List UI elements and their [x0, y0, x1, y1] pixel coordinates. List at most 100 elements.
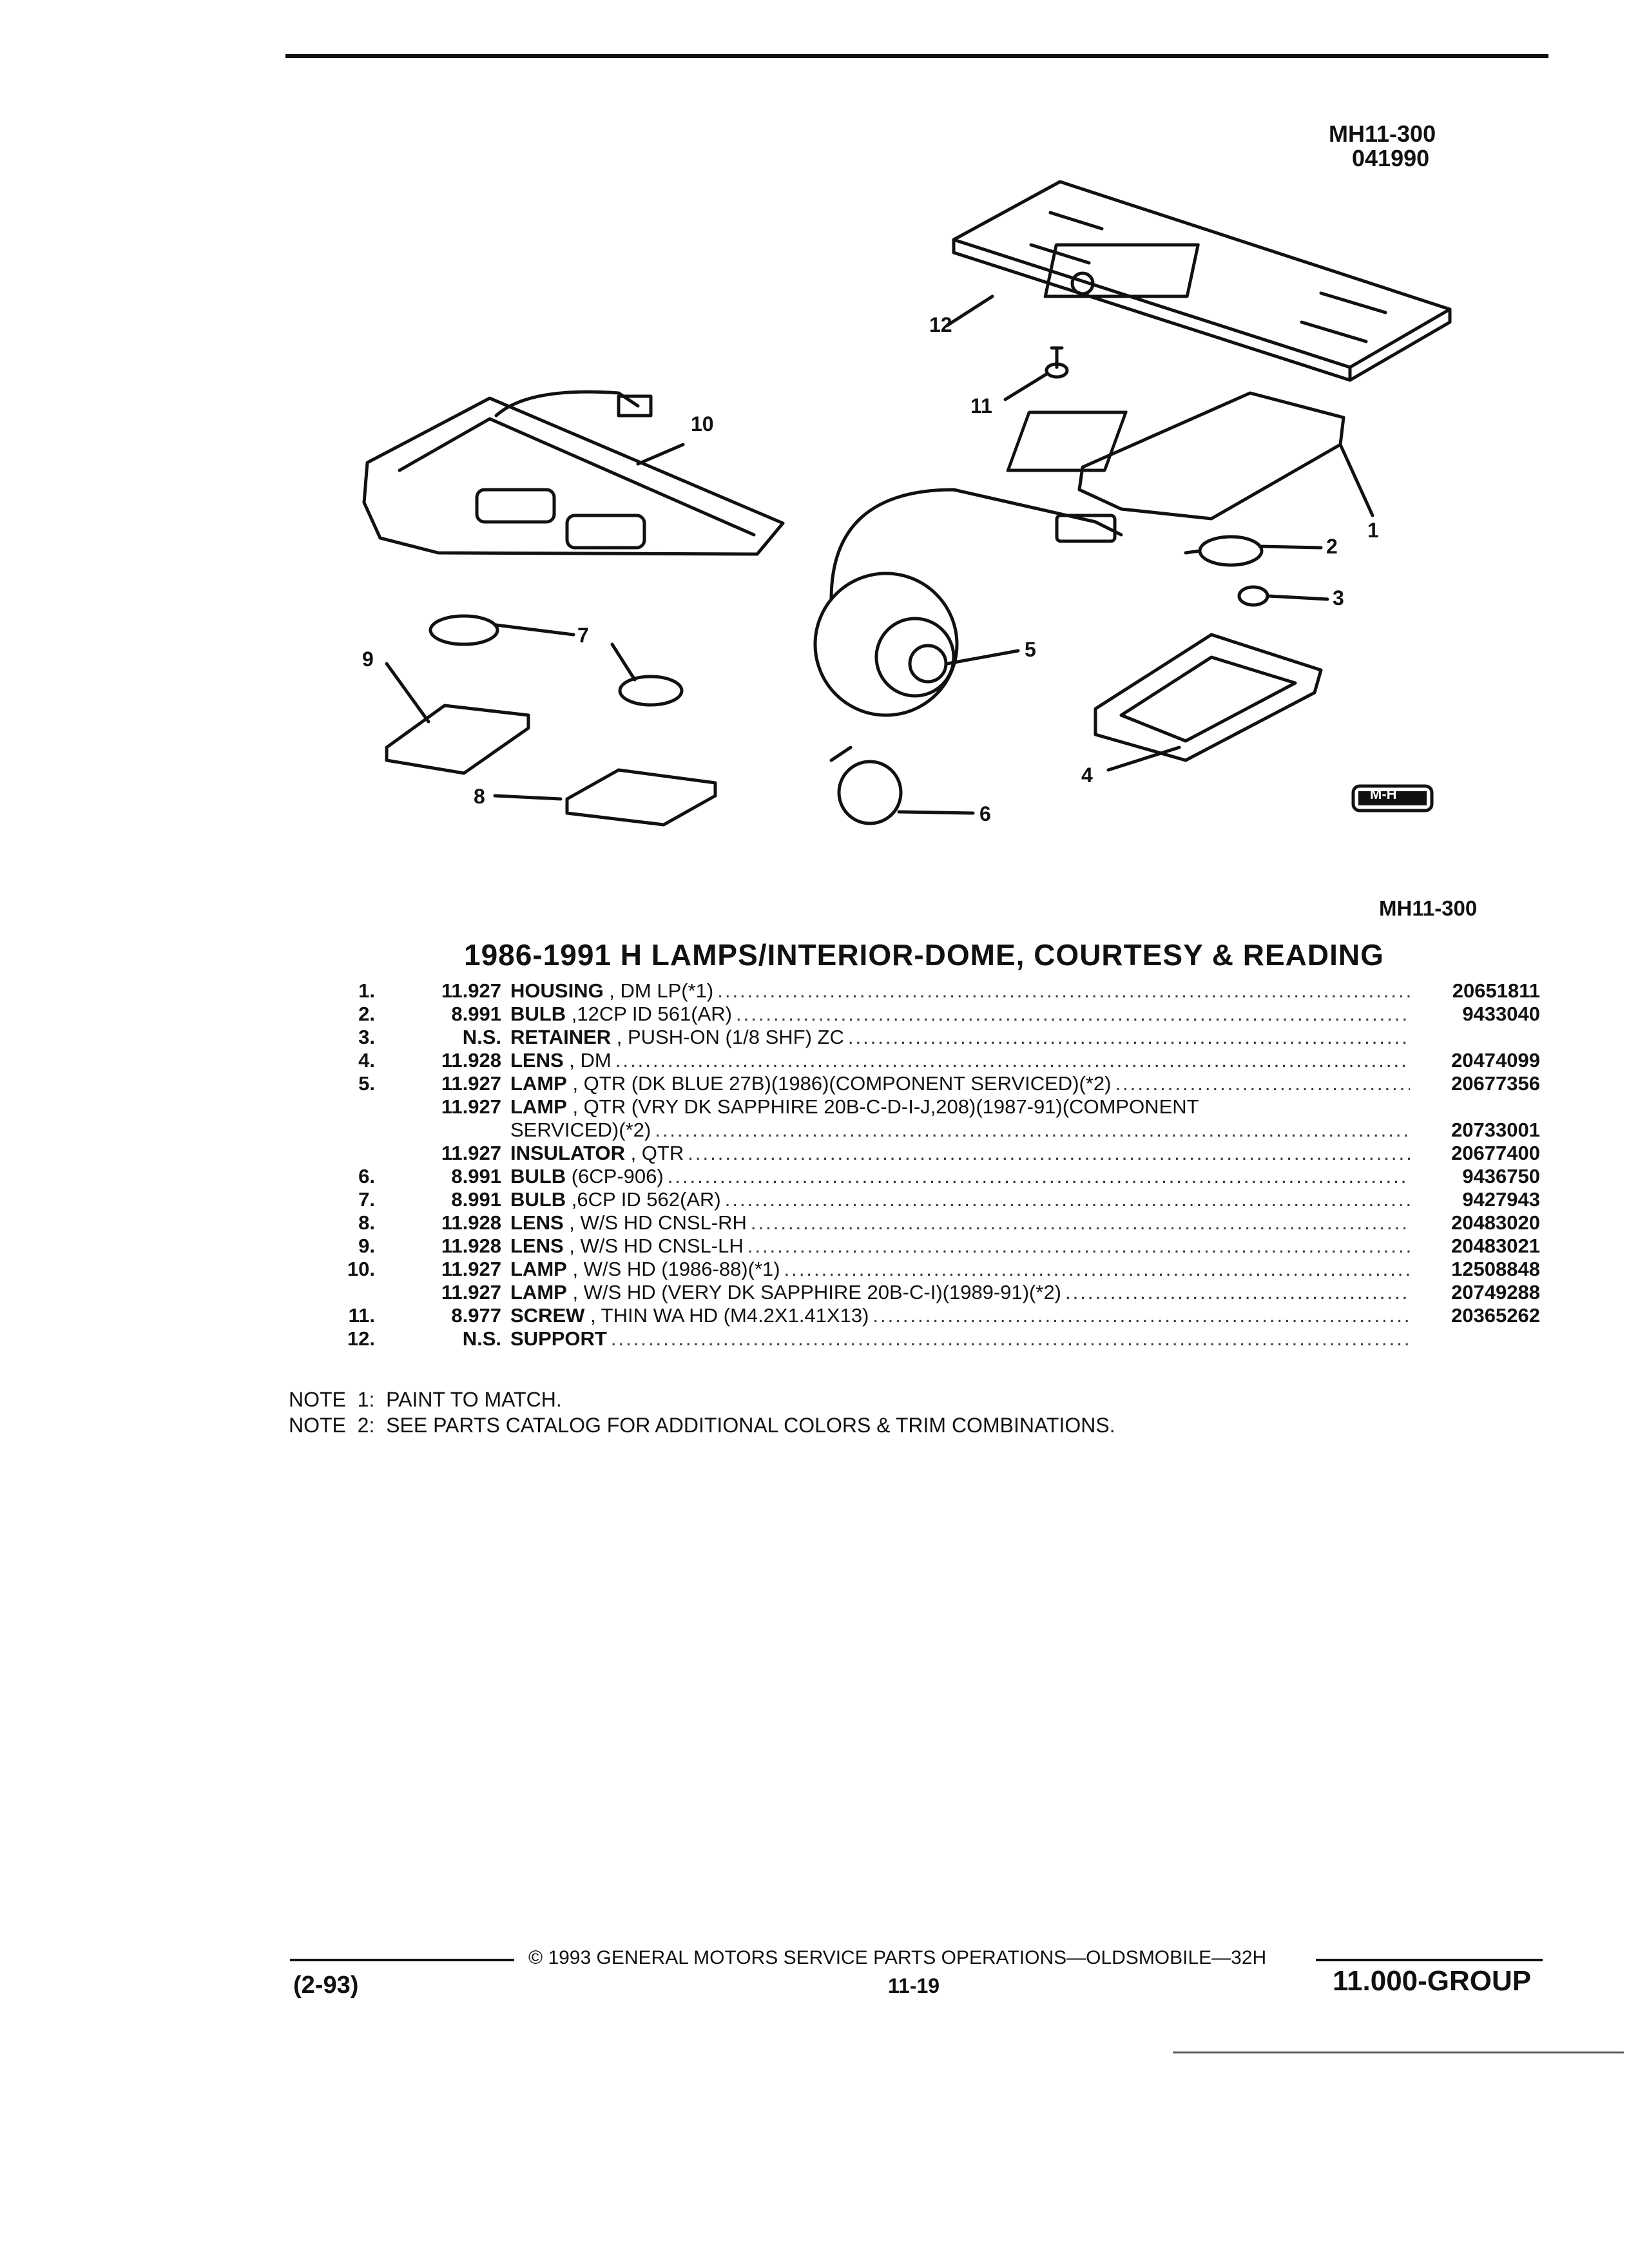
callout-6: 6	[979, 802, 991, 825]
group-number: 11.927	[441, 979, 501, 1002]
footer-copyright: © 1993 GENERAL MOTORS SERVICE PARTS OPER…	[528, 1947, 1267, 1968]
part-name: LAMP	[510, 1072, 567, 1095]
part-description: BULB ,12CP ID 561(AR)...................…	[510, 1003, 1540, 1026]
part-number: 20677400	[1451, 1142, 1540, 1164]
notes: NOTE 1: PAINT TO MATCH. NOTE 2: SEE PART…	[289, 1387, 1115, 1438]
mh-logo-icon	[1351, 784, 1434, 812]
callout-3: 3	[1333, 586, 1344, 610]
part-name: LENS	[510, 1235, 564, 1257]
part-description: SCREW , THIN WA HD (M4.2X1.41X13).......…	[510, 1304, 1540, 1327]
table-row: 11. 8.977 SCREW , THIN WA HD (M4.2X1.41X13…	[335, 1304, 1540, 1327]
leader-dots: ........................................…	[717, 979, 1410, 1002]
ref-number: 12.	[347, 1327, 375, 1350]
part-name: LAMP	[510, 1281, 567, 1303]
part-detail: , PUSH-ON (1/8 SHF) ZC	[611, 1026, 844, 1048]
mh-logo-text: M-H	[1370, 786, 1397, 802]
part-number: 20733001	[1451, 1119, 1540, 1141]
ref-number: 9.	[358, 1235, 375, 1257]
revision-date: (2-93)	[293, 1972, 359, 1999]
dome-housing	[1006, 391, 1345, 521]
part-name: LAMP	[510, 1095, 567, 1118]
part-name: BULB	[510, 1188, 566, 1211]
leader-dots: ........................................…	[615, 1049, 1410, 1072]
callout-4: 4	[1081, 764, 1093, 787]
callout-8: 8	[474, 785, 485, 808]
lens-lh	[385, 704, 530, 775]
group-number: 8.991	[451, 1188, 501, 1211]
table-row: 3.N.S.RETAINER , PUSH-ON (1/8 SHF) ZC...…	[335, 1026, 1540, 1049]
part-detail: , DM LP(*1)	[603, 979, 714, 1002]
group-number: 8.991	[451, 1165, 501, 1187]
part-detail: , W/S HD CNSL-LH	[563, 1235, 744, 1257]
part-detail: SERVICED)(*2)	[510, 1119, 651, 1141]
leader-dots: ........................................…	[847, 1026, 1410, 1048]
part-description: LENS , W/S HD CNSL-LH...................…	[510, 1235, 1540, 1258]
callout-11: 11	[970, 394, 992, 418]
ref-number: 6.	[358, 1165, 375, 1187]
part-number: 20483021	[1451, 1235, 1540, 1257]
group-number: N.S.	[462, 1026, 501, 1048]
part-name: RETAINER	[510, 1026, 612, 1048]
part-name: LAMP	[510, 1258, 567, 1280]
ref-number: 4.	[358, 1049, 375, 1072]
part-number: 9436750	[1462, 1165, 1540, 1187]
part-number: 9427943	[1462, 1188, 1540, 1211]
part-number: 20365262	[1451, 1304, 1540, 1327]
part-number: 20677356	[1451, 1072, 1540, 1095]
callout-1: 1	[1367, 519, 1379, 542]
part-description: RETAINER , PUSH-ON (1/8 SHF) ZC.........…	[510, 1026, 1540, 1049]
leader-dots: ........................................…	[750, 1211, 1410, 1234]
leader-dots: ........................................…	[1115, 1072, 1410, 1095]
group-number: 11.000-GROUP	[1333, 1965, 1532, 1997]
part-description: SUPPORT.................................…	[510, 1327, 1540, 1350]
table-row: SERVICED)(*2)...........................…	[335, 1119, 1540, 1142]
leader-dots: ........................................…	[655, 1119, 1410, 1141]
leader-dots: ........................................…	[667, 1165, 1410, 1187]
page-number: 11-19	[888, 1974, 940, 1997]
part-description: LAMP , W/S HD (VERY DK SAPPHIRE 20B-C-I)…	[510, 1281, 1540, 1304]
lens-rh	[565, 768, 717, 827]
section-title: 1986-1991 H LAMPS/INTERIOR-DOME, COURTES…	[464, 938, 1384, 972]
part-detail: , DM	[563, 1049, 612, 1072]
callout-5: 5	[1025, 638, 1036, 661]
part-name: SCREW	[510, 1304, 585, 1327]
ref-number: 5.	[358, 1072, 375, 1095]
part-description: SERVICED)(*2)...........................…	[510, 1119, 1540, 1142]
callout-10: 10	[691, 412, 714, 436]
group-number: 8.991	[451, 1003, 501, 1025]
callout-12: 12	[929, 313, 952, 336]
part-name: BULB	[510, 1165, 566, 1187]
dome-lens	[1094, 633, 1323, 762]
ref-number: 10.	[347, 1258, 375, 1280]
group-number: 8.977	[451, 1304, 501, 1327]
part-detail: (6CP-906)	[566, 1165, 664, 1187]
part-detail: , QTR (DK BLUE 27B)(1986)(COMPONENT SERV…	[566, 1072, 1112, 1095]
part-description: LAMP , W/S HD (1986-88)(*1).............…	[510, 1258, 1540, 1281]
note-2: NOTE 2: SEE PARTS CATALOG FOR ADDITIONAL…	[289, 1414, 1115, 1437]
part-detail: , W/S HD (1986-88)(*1)	[566, 1258, 780, 1280]
part-number: 20651811	[1452, 979, 1540, 1002]
group-number: 11.928	[441, 1235, 501, 1257]
part-description: LAMP , QTR (VRY DK SAPPHIRE 20B-C-D-I-J,…	[510, 1095, 1540, 1119]
note-1: NOTE 1: PAINT TO MATCH.	[289, 1388, 562, 1411]
leader-dots: ........................................…	[724, 1188, 1410, 1211]
screw	[1045, 346, 1069, 379]
callout-7: 7	[577, 624, 589, 647]
courtesy-bulb	[829, 745, 903, 825]
leader-dots: ........................................…	[872, 1304, 1410, 1327]
illustration-date-code: 041990	[1352, 145, 1430, 171]
exploded-parts-diagram	[362, 180, 1452, 827]
part-number: 12508848	[1451, 1258, 1540, 1280]
ref-number: 11.	[348, 1304, 375, 1327]
part-description: BULB (6CP-906)..........................…	[510, 1165, 1540, 1188]
part-number: 20474099	[1451, 1049, 1540, 1072]
dome-bulb	[1184, 535, 1264, 567]
part-name: SUPPORT	[510, 1327, 607, 1350]
